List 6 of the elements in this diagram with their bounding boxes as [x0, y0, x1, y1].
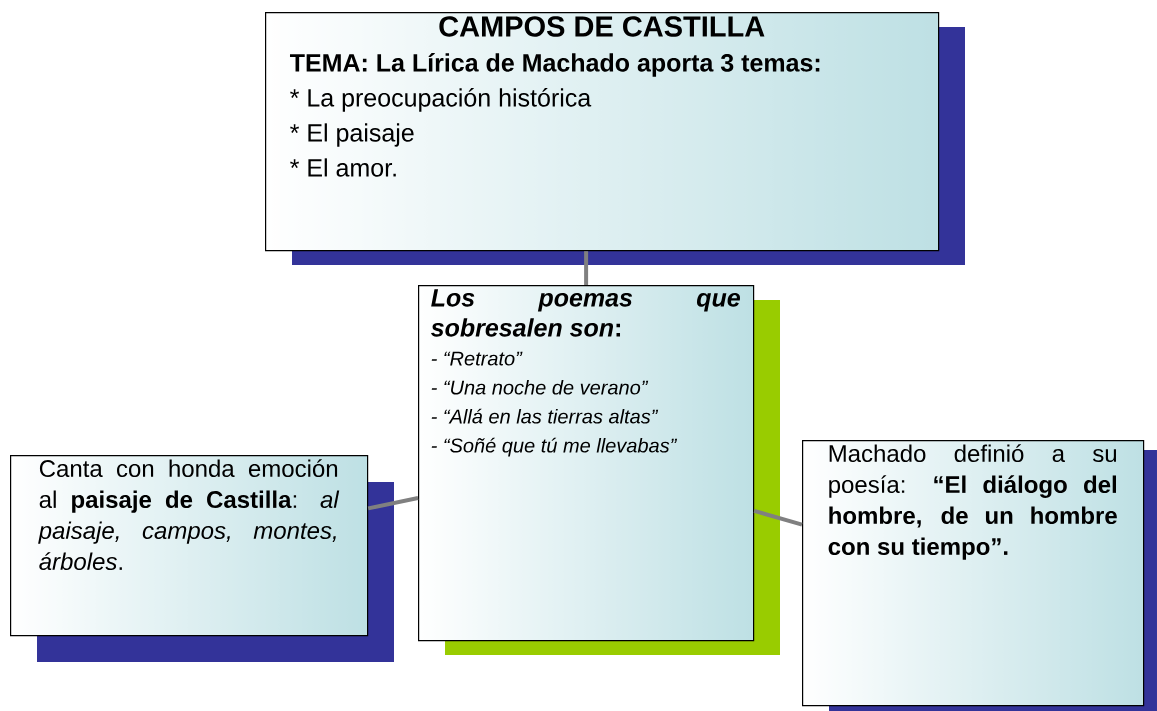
- text-box: CAMPOS DE CASTILLA TEMA: La Lírica de Machado aporta 3 temas: * La preocupación histórica * El paisaje * El amor.: [265, 12, 965, 265]
- text-box: Machado definió a su poesía: “El diálogo del hombre, de un hombre con su tiempo”.: [802, 440, 1157, 711]
- connector-line: [367, 496, 419, 511]
- text-box: Canta con honda emoción al paisaje de Castilla: al paisaje, campos, montes, árboles.: [10, 455, 394, 662]
- connector-line: [584, 251, 589, 285]
- text-box: Los poemas que sobresalen son: - “Retrato” - “Una noche de verano” - “Allá en las tierras altas” - “Soñé que tú me llevabas”: [418, 285, 780, 655]
